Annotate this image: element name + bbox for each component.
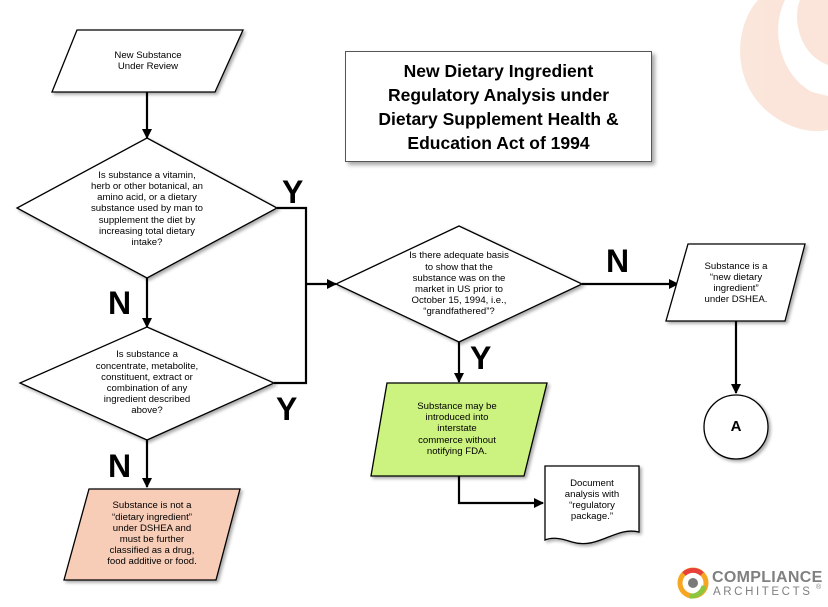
- start-shape: [51, 29, 245, 93]
- not-dietary-label: Substance is not a “dietary ingredient” …: [107, 500, 197, 568]
- decision2-yes-label: Y: [276, 391, 298, 427]
- document-shape: [544, 465, 640, 545]
- connector-lines: [142, 92, 741, 508]
- logo-line2: ARCHITECTS: [713, 586, 813, 598]
- document-label: Document analysis with “regulatory packa…: [564, 477, 620, 523]
- new-ingredient-shape: [665, 243, 806, 322]
- logo-registered-mark: ®: [816, 584, 822, 591]
- decision3-label: Is there adequate basis to show that the…: [409, 250, 509, 318]
- edge-decision1-yes: [274, 206, 308, 385]
- decision2-no-label: N: [108, 448, 132, 484]
- diagram-title: New Dietary Ingredient Regulatory Analys…: [345, 51, 652, 162]
- edge-introduced-to-document: [457, 476, 544, 508]
- decision1-yes-label: Y: [282, 174, 304, 210]
- connector-a-shape: [703, 394, 769, 460]
- logo-line1: COMPLIANCE: [712, 569, 823, 586]
- introduced-label: Substance may be introduced into interst…: [417, 400, 497, 457]
- decision3-shape: [334, 225, 584, 343]
- decision1-shape: [15, 137, 279, 279]
- logo-mark-icon: [677, 567, 709, 599]
- start-node-label: New Substance Under Review: [114, 49, 182, 72]
- decision3-yes-label: Y: [470, 340, 492, 376]
- decision2-label: Is substance a concentrate, metabolite, …: [95, 349, 199, 417]
- flowchart-shapes: [15, 29, 806, 581]
- new-ingredient-label: Substance is a “new dietary ingredient” …: [704, 260, 768, 306]
- decision2-shape: [18, 326, 276, 441]
- decision1-label: Is substance a vitamin, herb or other bo…: [90, 169, 203, 248]
- decision3-no-label: N: [606, 243, 630, 279]
- connector-a-label: A: [730, 418, 742, 436]
- corner-decoration: [740, 0, 828, 132]
- introduced-shape: [370, 382, 548, 477]
- not-dietary-shape: [63, 488, 241, 581]
- decision1-no-label: N: [108, 285, 132, 321]
